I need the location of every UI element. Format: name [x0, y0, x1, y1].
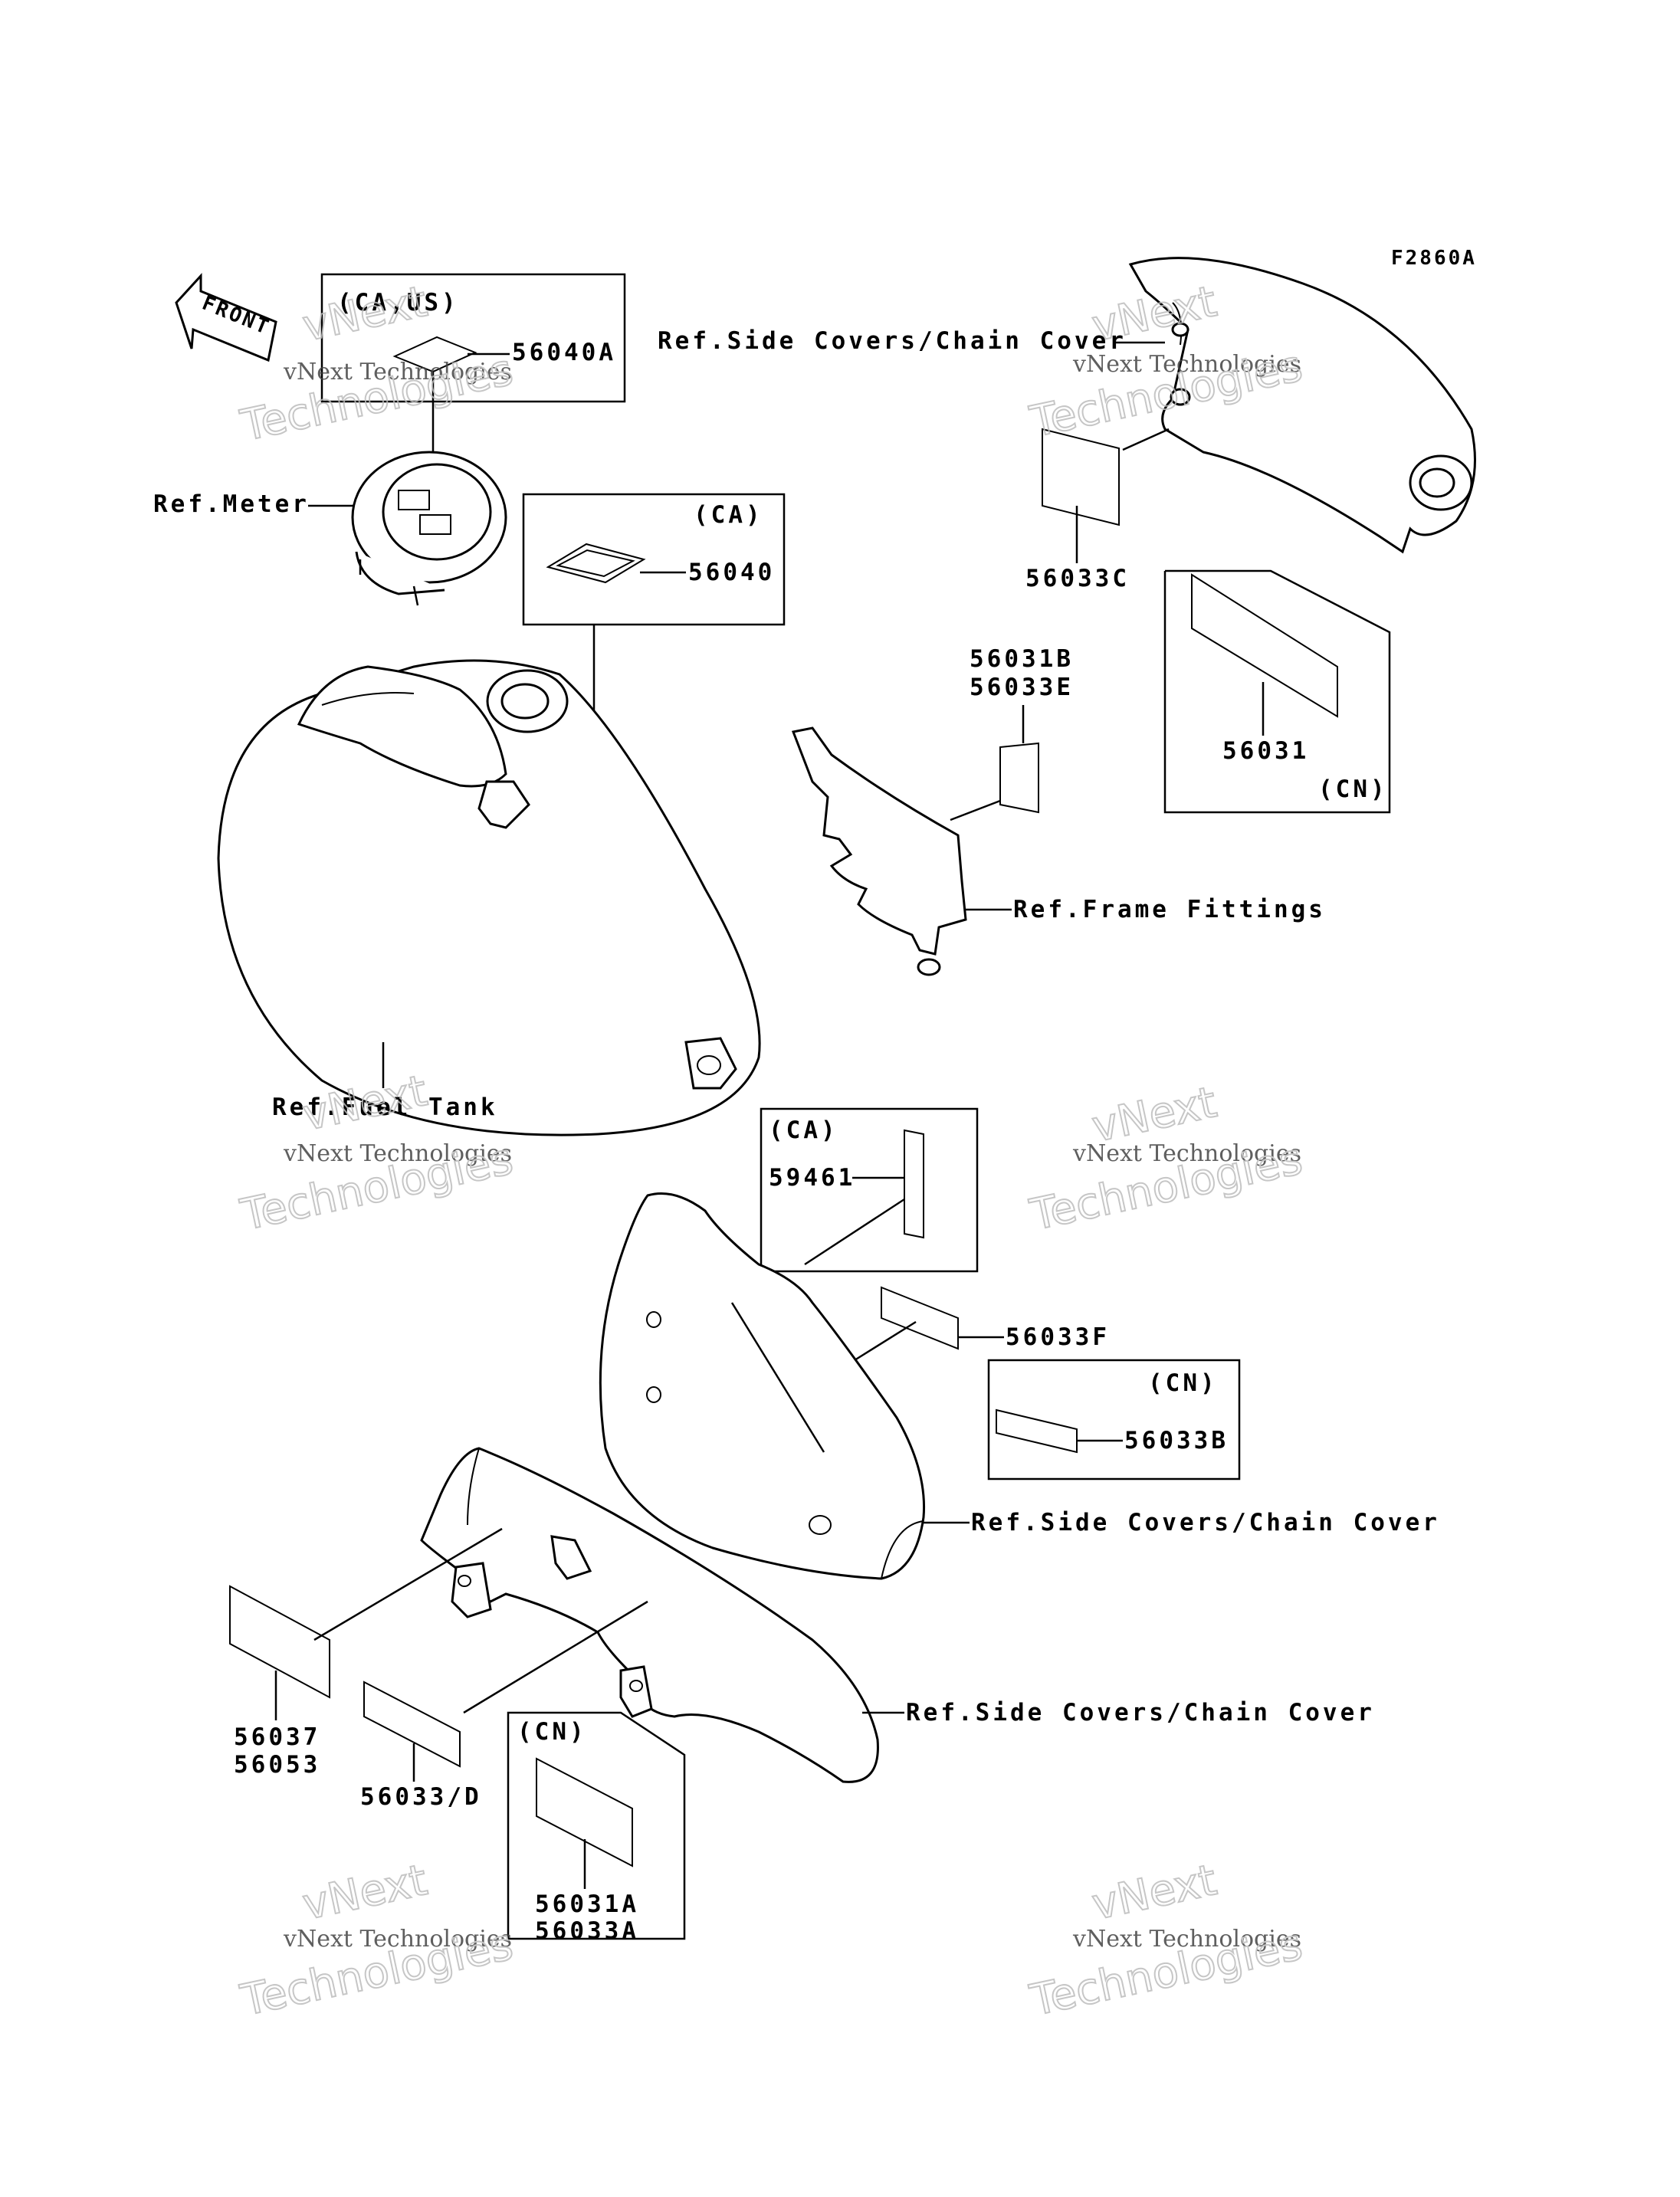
ref-meter-label[interactable]: Ref.Meter: [153, 490, 310, 518]
svg-text:vNext: vNext: [298, 277, 431, 352]
svg-text:vNext Technologies: vNext Technologies: [283, 1926, 512, 1953]
meter-part: Ref.Meter: [153, 451, 507, 606]
box-cn-right: 56031 (CN): [1163, 569, 1391, 814]
ref-side-covers-top-label[interactable]: Ref.Side Covers/Chain Cover: [658, 327, 1127, 355]
ref-frame-fittings-label[interactable]: Ref.Frame Fittings: [1013, 896, 1326, 923]
watermark-4: vNext vNext Technologies Technologies: [1025, 1077, 1307, 1241]
watermark-1: vNext vNext Technologies Technologies: [235, 276, 517, 452]
sticker-56033D: 56033/D: [360, 1681, 482, 1811]
box-ca-top: (CA) 56040: [522, 493, 786, 766]
svg-text:vNext Technologies: vNext Technologies: [1072, 351, 1301, 378]
part-56033E[interactable]: 56033E: [970, 674, 1074, 701]
frame-fittings-part: Ref.Frame Fittings: [791, 726, 1326, 976]
region-label-cn-right: (CN): [1318, 776, 1388, 803]
ref-fuel-tank-label[interactable]: Ref.Fuel Tank: [272, 1094, 498, 1121]
svg-text:vNext Technologies: vNext Technologies: [1072, 1926, 1301, 1953]
fuel-tank-part: Ref.Fuel Tank: [217, 659, 761, 1136]
chain-cover-part: Ref.Side Covers/Chain Cover: [313, 1447, 1375, 1783]
side-cover-top-right-part: Ref.Side Covers/Chain Cover: [658, 257, 1476, 554]
region-label-ca-mid: (CA): [769, 1117, 838, 1144]
part-56040A[interactable]: 56040A: [512, 339, 616, 366]
svg-text:vNext Technologies: vNext Technologies: [1072, 1140, 1301, 1167]
region-label-ca-us: (CA,US): [337, 289, 459, 316]
part-56053[interactable]: 56053: [234, 1751, 320, 1779]
figure-code: F2860A: [1391, 247, 1477, 270]
part-56031A[interactable]: 56031A: [535, 1890, 639, 1918]
ref-side-covers-bottom-label[interactable]: Ref.Side Covers/Chain Cover: [906, 1699, 1375, 1726]
sticker-56033F: 56033F: [854, 1286, 1110, 1362]
part-56031[interactable]: 56031: [1222, 737, 1309, 765]
svg-text:vNext Technologies: vNext Technologies: [283, 359, 512, 385]
watermark-5: vNext vNext Technologies Technologies: [235, 1854, 517, 2027]
side-cover-middle-part: Ref.Side Covers/Chain Cover: [599, 1192, 1440, 1580]
region-label-cn-bottom: (CN): [517, 1718, 587, 1746]
front-arrow-icon: FRONT: [175, 273, 277, 362]
watermark-6: vNext vNext Technologies Technologies: [1025, 1854, 1307, 2027]
box-cn-bottom: (CN) 56031A 56033A: [507, 1711, 686, 1945]
part-56033C[interactable]: 56033C: [1025, 565, 1130, 592]
part-56031B[interactable]: 56031B: [970, 645, 1074, 673]
ref-side-covers-mid-label[interactable]: Ref.Side Covers/Chain Cover: [971, 1509, 1440, 1536]
region-label-ca-top: (CA): [694, 501, 763, 529]
svg-text:vNext: vNext: [1088, 1855, 1221, 1930]
sticker-56033C: 56033C: [1025, 428, 1130, 592]
part-56033D[interactable]: 56033/D: [360, 1783, 482, 1811]
box-ca-mid: (CA) 59461: [760, 1107, 979, 1273]
svg-text:vNext Technologies: vNext Technologies: [283, 1140, 512, 1167]
part-56033F[interactable]: 56033F: [1006, 1323, 1110, 1351]
sticker-56031B: 56031B 56033E: [950, 645, 1074, 821]
sticker-56037: 56037 56053: [229, 1585, 330, 1779]
box-ca-us: (CA,US) 56040A: [320, 273, 626, 475]
part-56040[interactable]: 56040: [688, 559, 775, 586]
box-cn-mid: (CN) 56033B: [987, 1359, 1241, 1481]
region-label-cn-mid: (CN): [1148, 1369, 1218, 1397]
svg-text:vNext: vNext: [298, 1855, 431, 1930]
part-56033B[interactable]: 56033B: [1124, 1427, 1229, 1454]
part-56033A[interactable]: 56033A: [535, 1917, 639, 1945]
part-56037[interactable]: 56037: [234, 1723, 320, 1751]
part-59461[interactable]: 59461: [769, 1164, 855, 1192]
